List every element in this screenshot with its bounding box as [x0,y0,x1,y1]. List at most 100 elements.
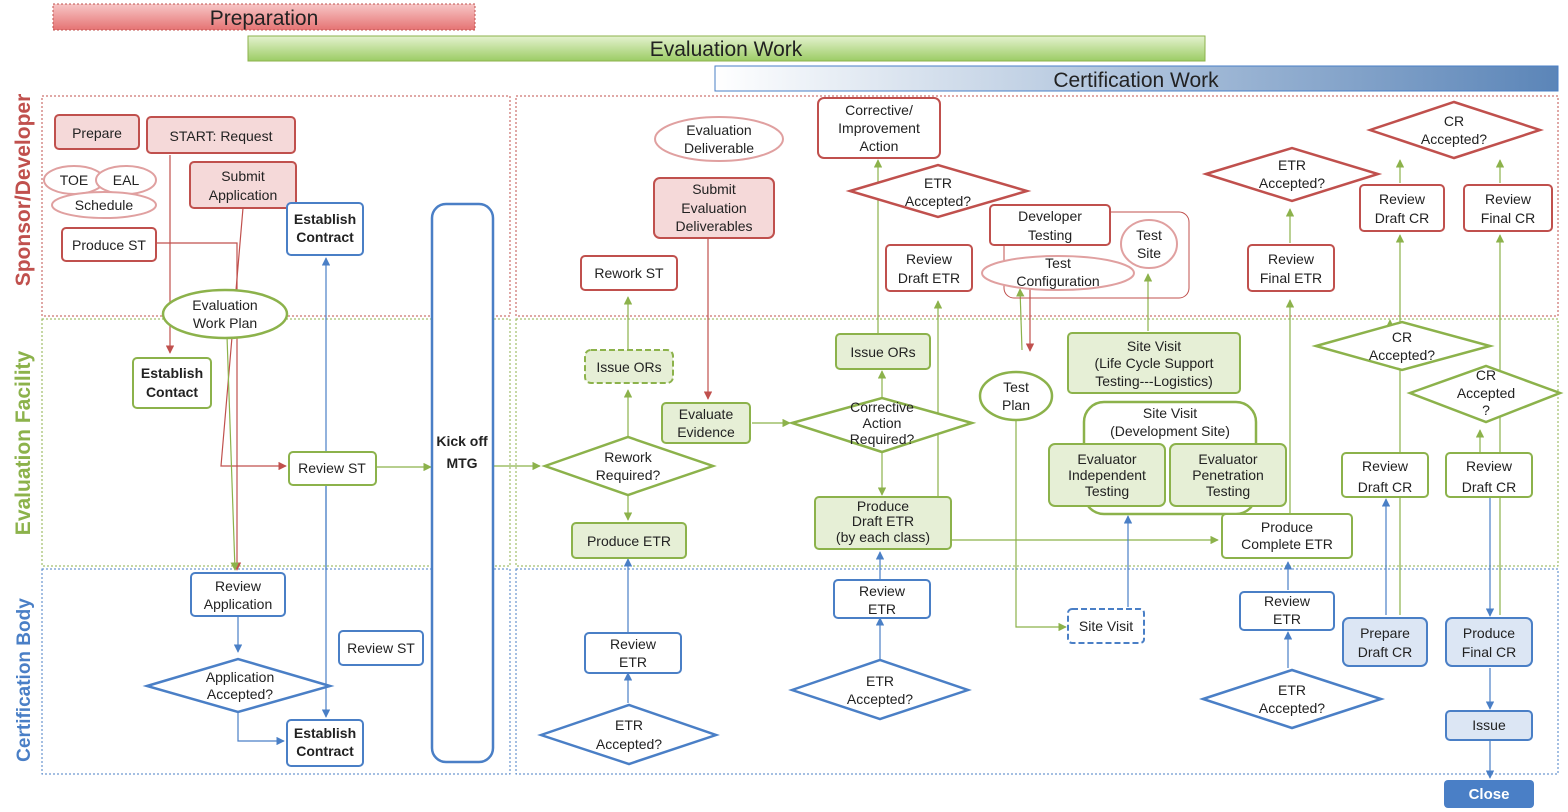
svg-text:Prepare: Prepare [1360,625,1410,641]
svg-text:Accepted?: Accepted? [1421,131,1487,147]
node-etr-accepted-2: ETR Accepted? [788,658,972,721]
node-review-etr-3: Review ETR [1239,591,1335,631]
lane-label-body: Certification Body [14,598,35,762]
node-developer-testing: Developer Testing [989,204,1111,246]
svg-text:Testing---Logistics): Testing---Logistics) [1095,373,1212,389]
svg-text:Corrective: Corrective [850,399,914,415]
node-review-st-body: Review ST [338,630,424,666]
svg-text:Application: Application [204,596,273,612]
svg-text:ETR: ETR [924,175,952,191]
svg-text:Review ST: Review ST [298,460,366,476]
node-produce-final-cr: Produce Final CR [1445,617,1533,667]
svg-text:ETR: ETR [1278,682,1306,698]
svg-text:Produce ETR: Produce ETR [587,533,671,549]
svg-text:Submit: Submit [692,181,736,197]
node-start-request: START: Request [146,116,296,154]
svg-text:Submit: Submit [221,168,265,184]
node-etr-accepted-1: ETR Accepted? [537,703,720,766]
svg-text:Draft ETR: Draft ETR [898,270,960,286]
svg-text:ETR: ETR [619,654,647,670]
svg-text:Review: Review [906,251,953,267]
svg-text:Final CR: Final CR [1481,210,1535,226]
svg-text:Penetration: Penetration [1192,467,1264,483]
svg-text:(Development Site): (Development Site) [1110,423,1230,439]
svg-text:ETR: ETR [615,717,643,733]
node-produce-etr: Produce ETR [571,522,687,559]
svg-text:Contract: Contract [296,229,354,245]
node-etr-accepted-sponsor-1: ETR Accepted? [845,163,1032,219]
svg-text:Evaluator: Evaluator [1198,451,1257,467]
svg-text:Rework ST: Rework ST [594,265,664,281]
svg-text:CR: CR [1476,367,1496,383]
svg-text:Draft ETR: Draft ETR [852,513,914,529]
node-corrective-required: Corrective Action Required? [787,396,977,454]
svg-text:Complete ETR: Complete ETR [1241,536,1333,552]
node-issue-ors-1: Issue ORs [584,349,674,384]
node-review-final-cr-sponsor: Review Final CR [1463,184,1553,232]
svg-text:Evaluate: Evaluate [679,406,734,422]
svg-text:Application: Application [206,669,275,685]
close-button[interactable]: Close [1444,780,1534,808]
node-issue: Issue [1445,710,1533,741]
phase-preparation: Preparation [52,3,476,31]
svg-text:Review: Review [1264,593,1311,609]
svg-text:Prepare: Prepare [72,125,122,141]
svg-text:Plan: Plan [1002,397,1030,413]
svg-text:Contact: Contact [146,384,198,400]
node-produce-complete-etr: Produce Complete ETR [1221,513,1353,559]
svg-text:Review: Review [1379,191,1426,207]
node-submit-application: Submit Application [189,161,297,209]
svg-text:Review: Review [1268,251,1315,267]
node-establish-contract-bottom: Establish Contract [286,719,364,767]
svg-text:Testing: Testing [1085,483,1129,499]
svg-text:Site Visit: Site Visit [1127,338,1181,354]
svg-text:Review ST: Review ST [347,640,415,656]
phase-evaluation: Evaluation Work [247,35,1206,62]
svg-text:Accepted?: Accepted? [1259,175,1325,191]
svg-text:ETR: ETR [866,673,894,689]
svg-text:Produce: Produce [1261,519,1313,535]
svg-text:Accepted?: Accepted? [596,736,662,752]
svg-text:Site: Site [1137,245,1161,261]
node-site-visit-body: Site Visit [1067,608,1145,644]
svg-text:Issue ORs: Issue ORs [850,344,915,360]
node-produce-st: Produce ST [61,227,157,262]
node-review-final-etr: Review Final ETR [1247,244,1335,292]
svg-text:Test: Test [1136,227,1162,243]
svg-text:TOE: TOE [60,172,89,188]
svg-text:MTG: MTG [446,455,477,471]
phase-preparation-label: Preparation [210,7,319,30]
node-site-visit-lifecycle: Site Visit (Life Cycle Support Testing--… [1067,332,1241,394]
svg-text:Produce: Produce [1463,625,1515,641]
node-prepare: Prepare [54,114,140,150]
node-review-etr-2: Review ETR [833,579,931,619]
svg-text:Work Plan: Work Plan [193,315,257,331]
svg-text:Evaluation: Evaluation [192,297,257,313]
svg-text:Required?: Required? [850,431,915,447]
node-kickoff-meeting: Kick off MTG [430,202,495,764]
svg-text:Produce: Produce [857,498,909,514]
phase-certification-label: Certification Work [1053,69,1219,92]
svg-text:Contract: Contract [296,743,354,759]
svg-text:Review: Review [610,636,657,652]
svg-text:Kick off: Kick off [436,433,488,449]
node-submit-eval-deliverables: Submit Evaluation Deliverables [653,177,775,239]
svg-text:Final ETR: Final ETR [1260,270,1322,286]
svg-text:Accepted?: Accepted? [847,691,913,707]
node-schedule: Schedule [51,191,157,219]
svg-text:Produce ST: Produce ST [72,237,146,253]
node-evaluation-deliverable: Evaluation Deliverable [654,116,784,162]
node-issue-ors-2: Issue ORs [835,333,931,370]
svg-text:START: Request: START: Request [170,128,273,144]
node-establish-contact: Establish Contact [132,357,212,409]
svg-text:Configuration: Configuration [1016,273,1099,289]
svg-text:Accepted?: Accepted? [207,686,273,702]
lane-label-facility: Evaluation Facility [12,350,35,535]
svg-text:Rework: Rework [604,449,652,465]
node-establish-contract-top: Establish Contract [286,202,364,256]
svg-text:Developer: Developer [1018,208,1082,224]
svg-text:CR: CR [1392,329,1412,345]
svg-text:Establish: Establish [294,725,356,741]
svg-text:(Life Cycle Support: (Life Cycle Support [1094,355,1213,371]
node-review-etr-1: Review ETR [584,632,682,674]
